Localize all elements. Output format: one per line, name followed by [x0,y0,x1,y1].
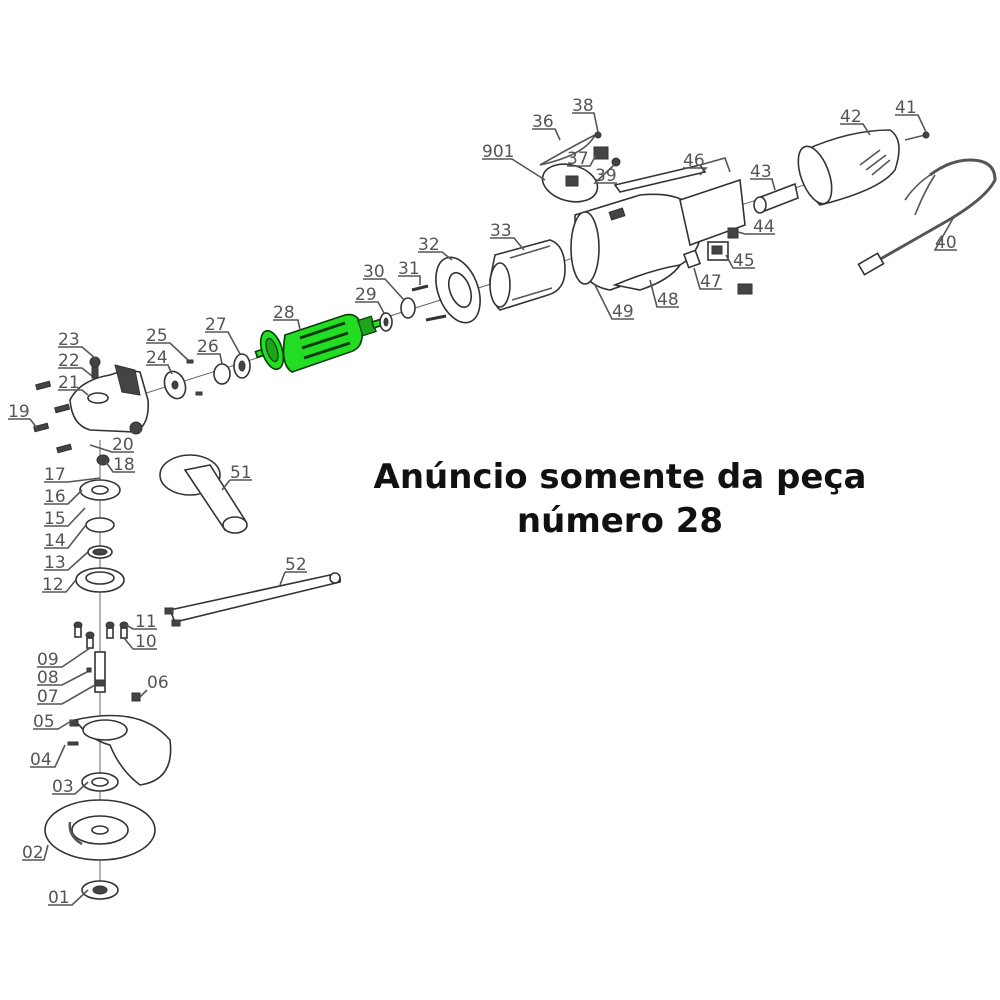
label-47: 47 [700,272,722,292]
label-17: 17 [44,465,66,485]
spanner-wrench [164,572,342,627]
label-45: 45 [733,251,755,271]
label-16: 16 [44,487,66,507]
label-06: 06 [147,673,169,693]
label-26: 26 [197,337,219,357]
armature-part-28 [254,313,387,373]
part-labels: 01 02 03 04 05 06 07 08 09 10 11 12 13 1… [8,96,957,908]
gear-housing [33,356,150,454]
label-08: 08 [37,668,59,688]
label-28: 28 [273,303,295,323]
label-40: 40 [935,233,957,253]
label-25: 25 [146,326,168,346]
label-32: 32 [418,235,440,255]
label-19: 19 [8,402,30,422]
switch-parts [682,227,753,295]
label-38: 38 [572,96,594,116]
label-36: 36 [532,112,554,132]
label-10: 10 [135,632,157,652]
label-03: 03 [52,777,74,797]
label-39: 39 [595,166,617,186]
label-23: 23 [58,330,80,350]
label-05: 05 [33,712,55,732]
label-24: 24 [146,348,168,368]
label-48: 48 [657,290,679,310]
side-handle [159,454,248,534]
brush-assembly [539,131,621,203]
label-29: 29 [355,285,377,305]
power-cord [857,158,997,276]
rear-cover-group [753,129,930,214]
label-46: 46 [683,151,705,171]
label-30: 30 [363,262,385,282]
label-37: 37 [567,149,589,169]
label-04: 04 [30,750,52,770]
label-12: 12 [42,575,64,595]
bearing-plate-group [163,353,251,400]
label-22: 22 [58,351,80,371]
label-13: 13 [44,553,66,573]
notice-text: Anúncio somente da peça número 28 [360,455,880,543]
spindle-stack [73,454,141,702]
label-27: 27 [205,315,227,335]
label-42: 42 [840,107,862,127]
label-49: 49 [612,302,634,322]
label-02: 02 [22,843,44,863]
label-52: 52 [285,555,307,575]
label-31: 31 [398,259,420,279]
notice-line-2: número 28 [516,501,724,541]
label-21: 21 [58,373,80,393]
label-14: 14 [44,531,66,551]
wheel-guard [67,714,172,786]
label-41: 41 [895,98,917,118]
switch-rod [613,157,731,193]
disc-flanges [44,772,156,900]
label-901: 901 [482,142,514,162]
label-09: 09 [37,650,59,670]
label-33: 33 [490,221,512,241]
label-51: 51 [230,463,252,483]
bearing-baffle-group [379,256,481,332]
label-15: 15 [44,509,66,529]
label-43: 43 [750,162,772,182]
notice-line-1: Anúncio somente da peça [373,457,867,497]
label-44: 44 [753,217,775,237]
label-18: 18 [113,455,135,475]
stator [489,239,566,311]
label-20: 20 [112,435,134,455]
label-07: 07 [37,687,59,707]
label-11: 11 [135,612,157,632]
label-01: 01 [48,888,70,908]
